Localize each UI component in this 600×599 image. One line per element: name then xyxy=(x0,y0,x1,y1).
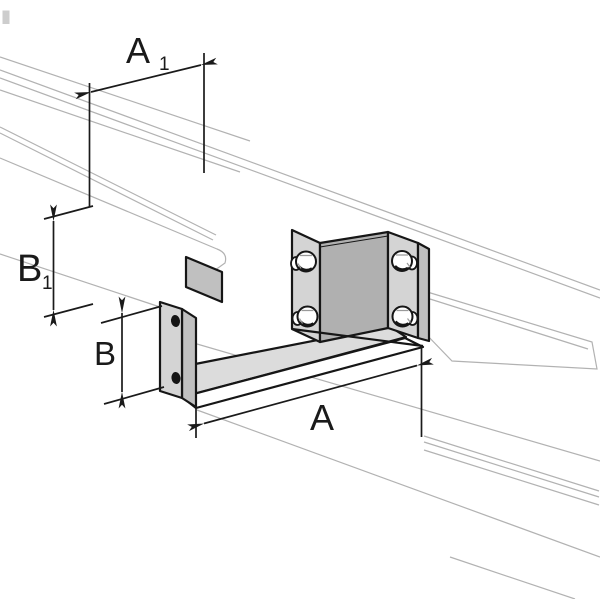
hex-bolt xyxy=(391,305,419,328)
dimension-a1-label: A xyxy=(126,30,150,71)
dimension-b1-label: B xyxy=(17,248,42,290)
dimension-b xyxy=(100,296,165,409)
rail-edge xyxy=(423,449,600,506)
rail-edge xyxy=(0,69,600,291)
extension-tick xyxy=(43,205,94,220)
left-plate-holes xyxy=(170,315,181,384)
corner-mark xyxy=(2,10,10,24)
dimension-a1-subscript: 1 xyxy=(159,54,170,75)
rail-lines xyxy=(0,56,600,599)
bracket-right-plate-center xyxy=(318,230,390,344)
dimension-arrow-a1 xyxy=(74,57,218,100)
extension-tick xyxy=(43,303,94,318)
rail-edge xyxy=(0,126,217,236)
dimension-b1-subscript: 1 xyxy=(42,273,53,294)
rail-edge xyxy=(0,132,214,241)
rail-edge xyxy=(0,56,251,142)
rail-edge xyxy=(0,77,600,299)
rail-edge xyxy=(423,441,600,498)
dimension-b-label: B xyxy=(94,335,116,372)
rail-end-cap xyxy=(0,157,227,274)
rail-edge xyxy=(429,298,589,350)
bracket-fold-line xyxy=(319,235,389,248)
rail-end-face xyxy=(423,290,598,370)
hex-bolt xyxy=(291,305,319,328)
rail-edge xyxy=(0,89,241,173)
bolts xyxy=(290,250,419,328)
bracket-right-plate-side xyxy=(416,241,431,343)
dimension-arrow-a xyxy=(187,357,434,432)
dimension-b1 xyxy=(43,204,94,327)
dimension-a xyxy=(187,346,434,438)
extension-tick xyxy=(100,305,163,324)
bracket-left-plate-side xyxy=(180,307,198,409)
rail-edge xyxy=(0,253,161,308)
bracket-left-back-wing xyxy=(184,255,224,304)
dimension-a1 xyxy=(74,53,218,207)
rail-edge xyxy=(449,556,576,599)
hole xyxy=(171,372,181,384)
hex-bolt xyxy=(290,250,317,273)
dimension-labels: A 1 B 1 B A xyxy=(17,30,334,438)
dimension-lines xyxy=(43,53,434,438)
hole xyxy=(170,315,181,327)
bracket-bottom-edge xyxy=(291,327,424,348)
dimension-a-label: A xyxy=(310,397,334,438)
bracket-left-plate-front xyxy=(158,300,184,400)
rail-edge xyxy=(196,409,600,558)
rail-edge xyxy=(423,435,600,492)
extension-tick xyxy=(103,386,165,405)
hex-bolt xyxy=(391,250,418,272)
